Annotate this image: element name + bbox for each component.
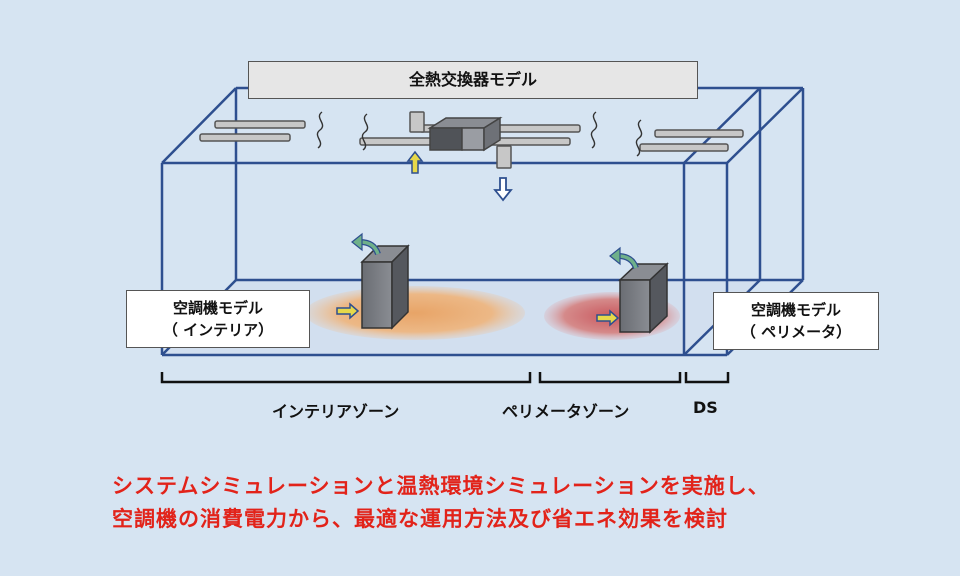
interior-heat-zone: [305, 286, 525, 340]
interior-ahu-unit: [360, 244, 410, 330]
interior-ahu-label: 空調機モデル （ インテリア）: [126, 290, 310, 348]
interior-zone-label: インテリアゾーン: [272, 402, 400, 421]
perimeter-return-arrow-icon: [609, 246, 639, 270]
arrow-up-icon: [406, 150, 424, 174]
heat-exchanger-unit: [427, 116, 503, 152]
perimeter-ahu-unit: [618, 262, 669, 334]
heat-exchanger-label: 全熱交換器モデル: [248, 61, 698, 99]
perimeter-ahu-label: 空調機モデル （ ペリメータ）: [713, 292, 879, 350]
interior-return-arrow-icon: [351, 232, 381, 256]
perimeter-ahu-label-line1: 空調機モデル: [750, 301, 841, 319]
arrow-down-icon: [493, 177, 513, 202]
interior-ahu-label-line1: 空調機モデル: [172, 299, 263, 317]
caption-line-2: 空調機の消費電力から、最適な運用方法及び省エネ効果を検討: [112, 507, 728, 531]
ds-zone-label: DS: [693, 398, 718, 417]
interior-ahu-label-line2: （ インテリア）: [162, 321, 274, 339]
perimeter-zone-label: ペリメータゾーン: [502, 402, 630, 421]
airflow-squiggles: [316, 111, 643, 157]
perimeter-ahu-label-line2: （ ペリメータ）: [740, 323, 852, 341]
duct-bars-left: [199, 120, 306, 142]
perimeter-supply-arrow-icon: [596, 309, 620, 327]
interior-supply-arrow-icon: [336, 302, 360, 320]
caption-line-1: システムシミュレーションと温熱環境シミュレーションを実施し、: [112, 474, 770, 498]
zone-brackets: [160, 372, 730, 384]
duct-bars-right: [639, 129, 744, 152]
